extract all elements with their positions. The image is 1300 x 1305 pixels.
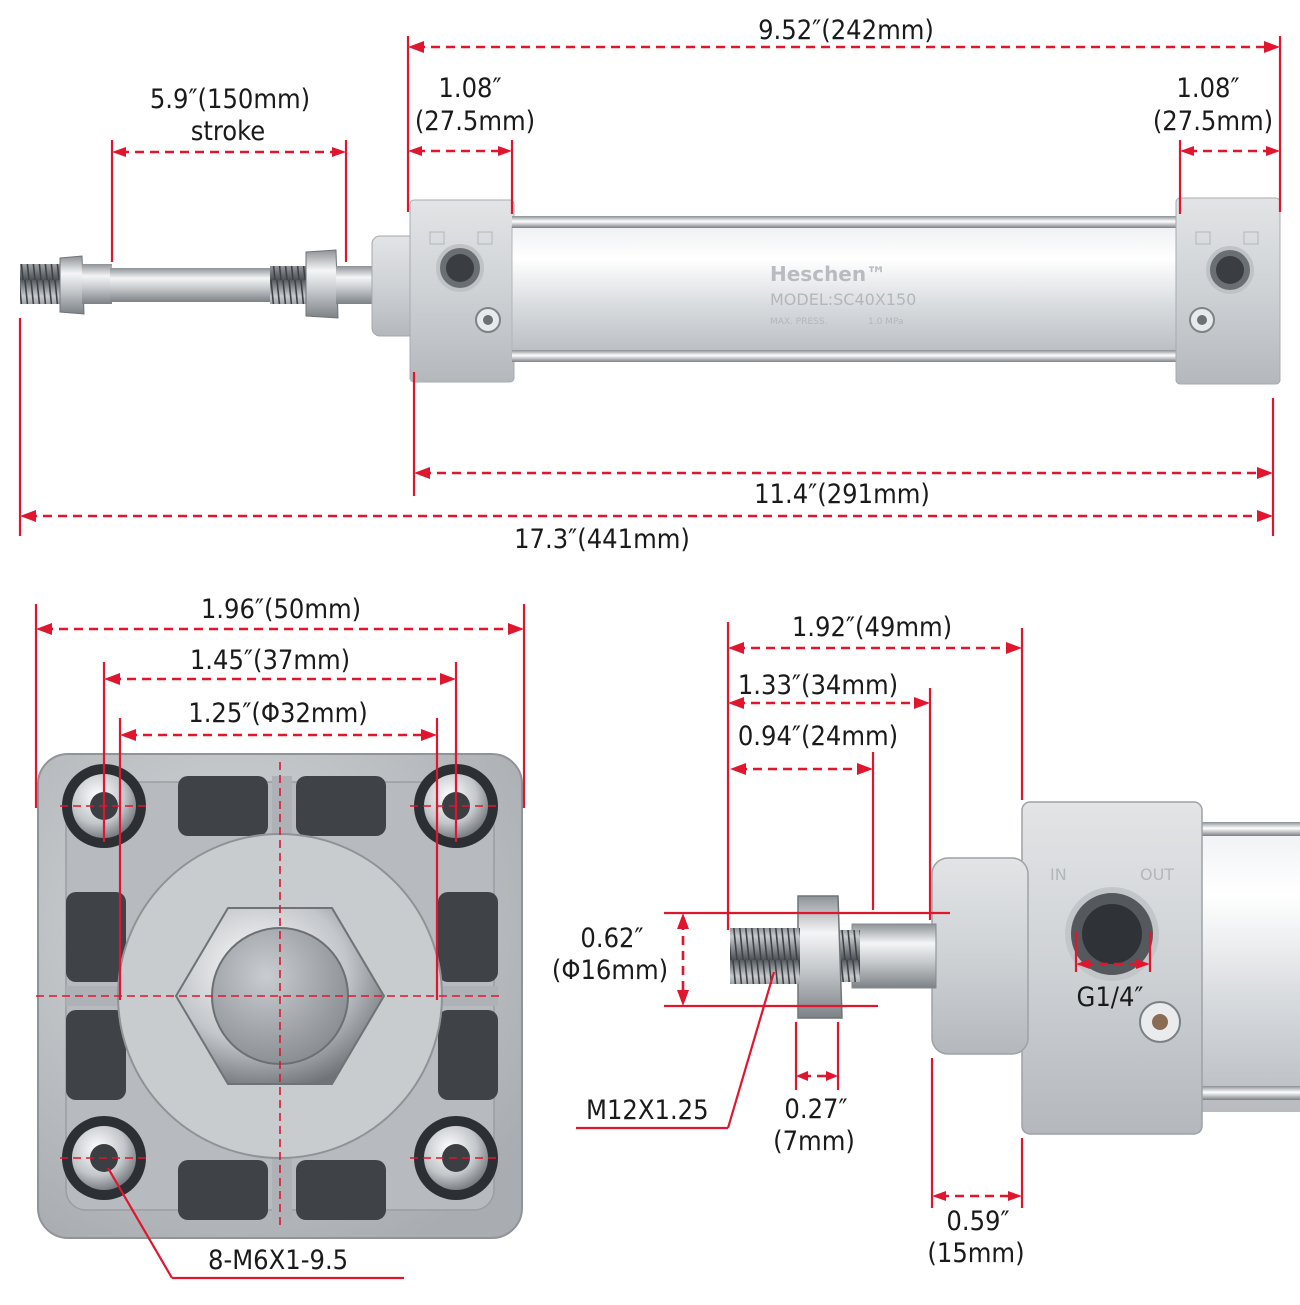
brand-engraving: Heschen™ (770, 262, 886, 286)
detail-jam-nut (797, 895, 843, 1019)
dim-body-length: 9.52″(242mm) (758, 15, 934, 46)
tie-rod-top (512, 216, 1180, 228)
dim-stroke-value: 5.9″(150mm) (150, 84, 310, 115)
piston-rod (110, 268, 275, 302)
dim-hole-spacing: 1.45″(37mm) (190, 645, 350, 676)
dim-nut-in: 0.27″ (784, 1094, 847, 1125)
dim-thread-dia-in: 0.62″ (580, 923, 643, 954)
port-mark-out: OUT (1140, 865, 1174, 884)
dim-stroke-label: stroke (191, 116, 265, 147)
dim-front-cap-in: 1.08″ (438, 73, 501, 104)
front-boss (371, 235, 417, 337)
label-mount-thread: 8-M6X1-9.5 (208, 1245, 348, 1276)
rod-thread-right (270, 266, 310, 304)
model-engraving: MODEL:SC40X150 (770, 290, 916, 309)
detail-rod (851, 923, 937, 989)
barrel-tube (511, 225, 1181, 359)
end-view-dimensions: 1.96″(50mm) 1.45″(37mm) 1.25″(Φ32mm) 8-M… (34, 594, 526, 1280)
port-mark-in: IN (1050, 865, 1067, 884)
dim-rear-cap-in: 1.08″ (1176, 73, 1239, 104)
dim-overall-extended: 17.3″(441mm) (514, 524, 690, 555)
side-view-dimensions: 9.52″(242mm) 1.08″ (27.5mm) 1.08″ (27.5m… (18, 15, 1282, 555)
dim-mount-span: 11.4″(291mm) (754, 479, 930, 510)
dim-rod-to-face: 1.33″(34mm) (738, 670, 898, 701)
tie-rod-bottom (512, 350, 1180, 362)
label-port-size: G1/4″ (1077, 982, 1144, 1013)
dim-thread-length: 0.94″(24mm) (738, 721, 898, 752)
dim-face-width: 1.96″(50mm) (201, 594, 361, 625)
dim-rod-total: 1.92″(49mm) (792, 612, 952, 643)
dim-boss-in: 0.59″ (946, 1206, 1009, 1237)
rod-detail-dimensions: 1.92″(49mm) 1.33″(34mm) 0.94″(24mm) 0.62… (552, 612, 1152, 1269)
detail-rod-thread (730, 928, 800, 984)
detail-boss (931, 857, 1029, 1055)
dim-bore: 1.25″(Φ32mm) (188, 698, 367, 729)
dim-boss-mm: (15mm) (927, 1238, 1024, 1269)
pressure-label: MAX. PRESS. (770, 317, 827, 327)
jam-nut-left (59, 255, 85, 315)
dim-rear-cap-mm: (27.5mm) (1153, 106, 1273, 137)
label-thread-spec: M12X1.25 (586, 1095, 709, 1126)
dim-nut-mm: (7mm) (773, 1126, 855, 1157)
dim-front-cap-mm: (27.5mm) (415, 106, 535, 137)
side-view-cylinder: Heschen™ MODEL:SC40X150 MAX. PRESS. 1.0 … (20, 197, 1281, 385)
dim-thread-dia-mm: (Φ16mm) (552, 955, 668, 986)
rod-detail-view: IN OUT (730, 801, 1300, 1135)
jam-nut-right (305, 249, 339, 319)
pressure-value: 1.0 MPa (868, 317, 903, 327)
